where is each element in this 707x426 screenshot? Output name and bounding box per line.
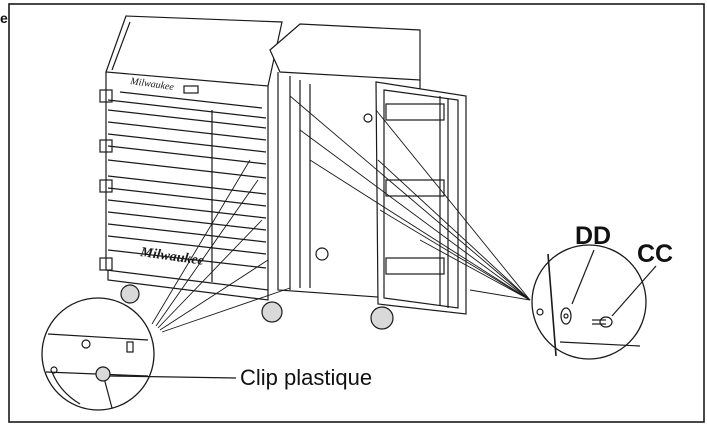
tool-chest-left bbox=[99, 15, 394, 330]
side-locker bbox=[269, 23, 467, 315]
brand-logo-top: Milwaukee bbox=[129, 76, 176, 93]
magnifier-right bbox=[531, 244, 647, 360]
label-cc: CC bbox=[637, 240, 674, 268]
leader-lines bbox=[151, 95, 531, 333]
figure-frame bbox=[8, 3, 705, 423]
dd-leader bbox=[571, 249, 595, 305]
brand-logo-bottom: Milwaukee bbox=[138, 245, 204, 269]
label-clip-plastique: Clip plastique bbox=[240, 365, 373, 390]
cc-leader bbox=[611, 265, 657, 317]
magnifier-left bbox=[41, 297, 155, 411]
clip-leader bbox=[109, 375, 237, 379]
corner-mark: e bbox=[0, 10, 8, 26]
label-dd: DD bbox=[575, 222, 612, 250]
